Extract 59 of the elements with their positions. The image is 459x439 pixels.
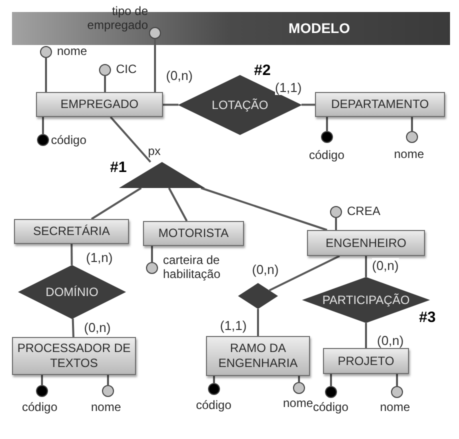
cardinality-label: (1,n) <box>86 250 113 265</box>
connector-line <box>396 374 398 386</box>
entity-box: MOTORISTA <box>143 221 244 246</box>
attribute-label: código <box>196 398 232 412</box>
attribute-label: nome <box>91 400 122 414</box>
attribute-label: CIC <box>116 62 138 76</box>
connector-line <box>268 255 340 292</box>
connector-line <box>154 39 156 92</box>
cardinality-label: (0,n) <box>166 68 193 83</box>
cardinality-label: (1,1) <box>275 80 302 95</box>
entity-box: RAMO DA ENGENHARIA <box>206 336 310 376</box>
connector-line <box>107 375 109 385</box>
connector-line <box>411 117 413 131</box>
connector-line <box>163 104 178 106</box>
attribute-label: código <box>309 148 346 162</box>
connector-line <box>168 188 188 222</box>
connector-line <box>72 318 74 338</box>
connector-line <box>104 76 106 92</box>
cardinality-label: (0,n) <box>84 320 111 335</box>
connector-line <box>257 309 259 336</box>
relationship-diamond <box>238 283 278 309</box>
attribute-label: carteira de habilitação <box>163 253 222 281</box>
connector-line <box>365 323 367 348</box>
connector-line <box>70 244 73 266</box>
connector-line <box>213 376 215 383</box>
cardinality-label: (0,n) <box>377 333 404 348</box>
callout-number: #3 <box>419 308 436 328</box>
entity-box: ENGENHEIRO <box>307 230 425 256</box>
connector-line <box>298 376 300 382</box>
relationship-diamond: DOMÍNIO <box>18 265 126 319</box>
entity-box: EMPREGADO <box>36 92 163 117</box>
connector-line <box>91 187 142 220</box>
entity-box: PROJETO <box>323 348 409 374</box>
specialization-label: px <box>148 144 162 158</box>
connector-line <box>365 256 367 277</box>
connector-line <box>151 246 153 262</box>
callout-number: #1 <box>110 158 127 178</box>
connector-line <box>45 58 47 92</box>
connector-line <box>110 116 152 163</box>
attribute-label: código <box>22 400 58 414</box>
connector-line <box>200 187 328 231</box>
attribute-label: CREA <box>347 204 382 218</box>
entity-box: SECRETÁRIA <box>14 219 129 244</box>
attribute-label: nome <box>57 44 88 58</box>
cardinality-label: (0,n) <box>372 258 399 273</box>
connector-line <box>42 117 44 134</box>
entity-box: PROCESSADOR DE TEXTOS <box>12 337 136 375</box>
connector-line <box>326 117 328 131</box>
cardinality-label: (0,n) <box>252 262 279 277</box>
cardinality-label: (1,1) <box>220 318 247 333</box>
attribute-label: código <box>313 400 350 414</box>
entity-box: DEPARTAMENTO <box>315 92 445 117</box>
connector-line <box>302 104 315 106</box>
attribute-label: nome <box>380 400 412 414</box>
connector-line <box>41 375 43 385</box>
attribute-label: código <box>51 133 88 147</box>
connector-line <box>330 374 332 386</box>
connector-line <box>335 218 337 230</box>
attribute-label: nome <box>394 147 426 161</box>
